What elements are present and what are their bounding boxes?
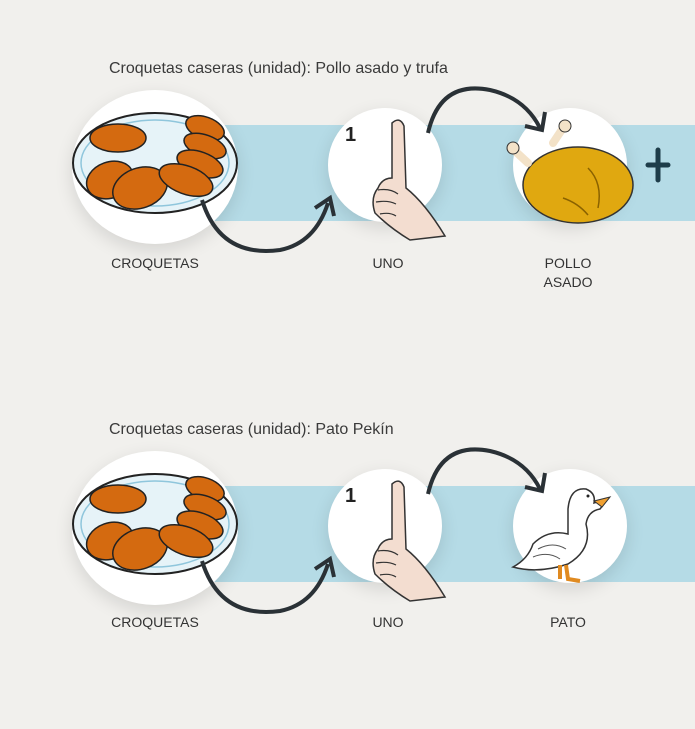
item-label: POLLO ASADO bbox=[543, 255, 593, 290]
menu-section-pollo: Croquetas caseras (unidad): Pollo asado … bbox=[0, 60, 695, 368]
croquetas-icon bbox=[72, 112, 238, 214]
item-label: PATO bbox=[550, 614, 586, 630]
item-label: UNO bbox=[372, 255, 404, 271]
section-title: Croquetas caseras (unidad): Pollo asado … bbox=[109, 60, 448, 77]
duck-icon bbox=[510, 488, 612, 583]
one-finger-icon bbox=[372, 119, 447, 241]
menu-section-pato: Croquetas caseras (unidad): Pato Pekín 1… bbox=[0, 421, 695, 729]
number-one: 1 bbox=[345, 124, 357, 146]
plus-icon bbox=[645, 147, 671, 183]
one-finger-icon bbox=[372, 480, 447, 602]
item-label: CROQUETAS bbox=[111, 255, 199, 271]
section-title: Croquetas caseras (unidad): Pato Pekín bbox=[109, 421, 394, 438]
arrow-icon bbox=[200, 447, 547, 614]
roast-chicken-icon bbox=[506, 119, 634, 224]
item-label: CROQUETAS bbox=[111, 614, 199, 630]
arrow-icon bbox=[200, 86, 547, 253]
item-label: UNO bbox=[372, 614, 404, 630]
croquetas-icon bbox=[72, 473, 238, 575]
number-one: 1 bbox=[345, 485, 357, 507]
